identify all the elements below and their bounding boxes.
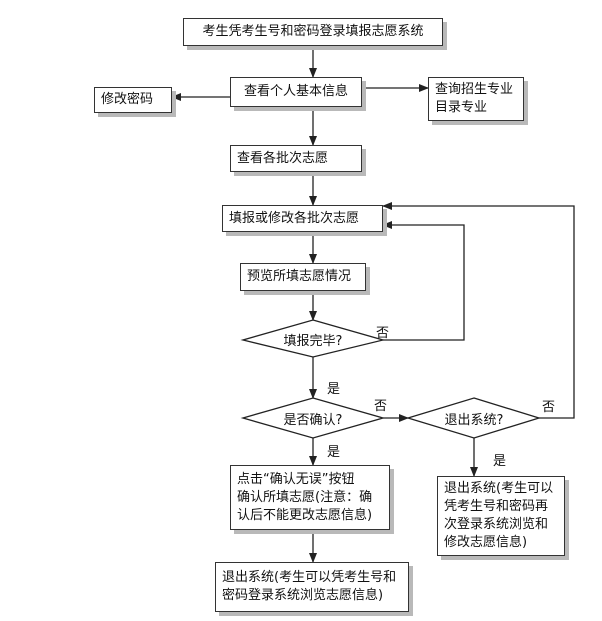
label-fill-done-no: 否 — [376, 326, 390, 341]
decision-exit — [405, 397, 542, 439]
label-fill-done-yes: 是 — [327, 382, 341, 397]
step-exit-browse-edit: 退出系统(考生可以 凭考生号和密码再 次登录系统浏览和 修改志愿信息) — [437, 476, 565, 556]
step-change-password: 修改密码 — [94, 87, 172, 113]
label-confirm-yes: 是 — [327, 445, 341, 460]
label-confirm-no: 否 — [374, 399, 388, 414]
arrow-filldone-no-loop — [382, 221, 465, 341]
decision-fill-done-label: 填报完毕? — [283, 334, 343, 349]
step-login: 考生凭考生号和密码登录填报志愿系统 — [183, 18, 443, 46]
step-click-confirm: 点击“确认无误”按钮 确认所填志愿(注意：确 认后不能更改志愿信息) — [230, 465, 390, 530]
label-exit-no: 否 — [542, 400, 556, 415]
decision-confirm — [240, 397, 386, 439]
arrow-exit-no-loop — [382, 202, 575, 419]
step-exit-browse: 退出系统(考生可以凭考生号和 密码登录系统浏览志愿信息) — [215, 562, 409, 612]
decision-fill-done — [240, 319, 386, 358]
step-query-majors: 查询招生专业 目录专业 — [428, 77, 524, 121]
decision-confirm-label: 是否确认? — [283, 413, 343, 428]
step-preview: 预览所填志愿情况 — [240, 263, 366, 291]
step-view-basic-info: 查看个人基本信息 — [230, 77, 362, 107]
step-fill-or-edit: 填报或修改各批次志愿 — [222, 205, 383, 232]
step-view-batches: 查看各批次志愿 — [230, 145, 362, 172]
decision-exit-label: 退出系统? — [444, 413, 504, 428]
label-exit-yes: 是 — [493, 454, 507, 469]
